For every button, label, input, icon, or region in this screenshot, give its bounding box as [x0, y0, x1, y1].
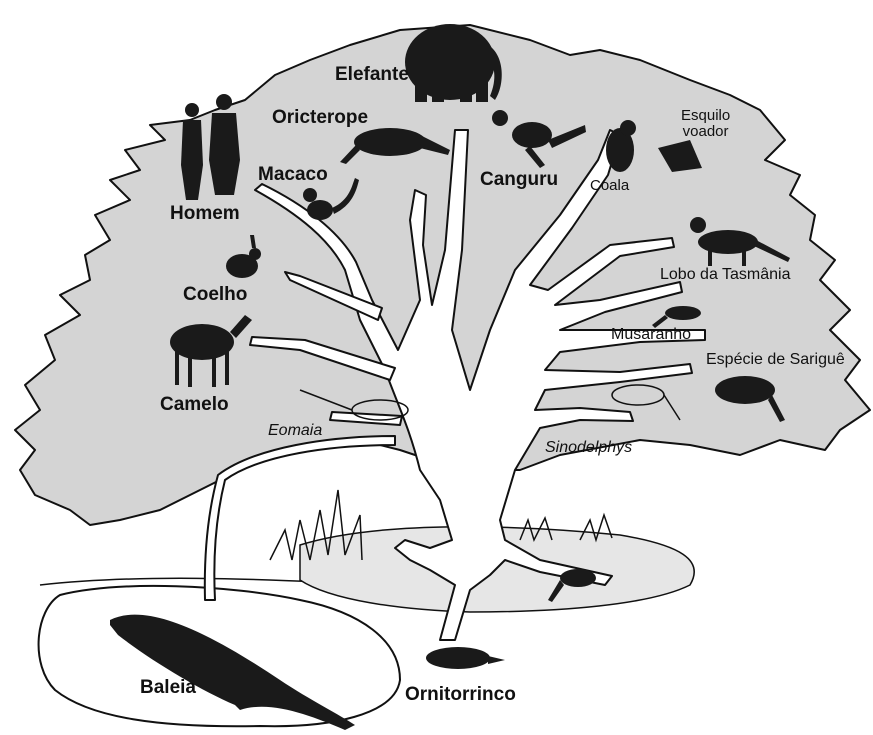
label-musaranho: Musaranho [611, 327, 691, 344]
label-sinodelphys: Sinodelphys [545, 440, 632, 457]
label-elefante: Elefante [335, 65, 409, 85]
label-homem: Homem [170, 204, 240, 224]
label-canguru: Canguru [480, 170, 558, 190]
label-ornitorrinco: Ornitorrinco [405, 685, 516, 705]
label-oricterope: Oricterope [272, 108, 368, 128]
label-eomaia: Eomaia [268, 423, 322, 440]
label-macaco: Macaco [258, 165, 328, 185]
label-especie-sarigue: Espécie de Sariguê [706, 352, 845, 369]
platypus-icon [426, 647, 505, 669]
label-lobo-tasmania: Lobo da Tasmânia [660, 267, 790, 284]
water-line [40, 578, 320, 585]
label-esquilo-voador: Esquilo voador [681, 108, 730, 140]
label-coala: Coala [590, 178, 629, 194]
label-coelho: Coelho [183, 285, 247, 305]
label-baleia: Baleia [140, 678, 196, 698]
label-camelo: Camelo [160, 395, 229, 415]
